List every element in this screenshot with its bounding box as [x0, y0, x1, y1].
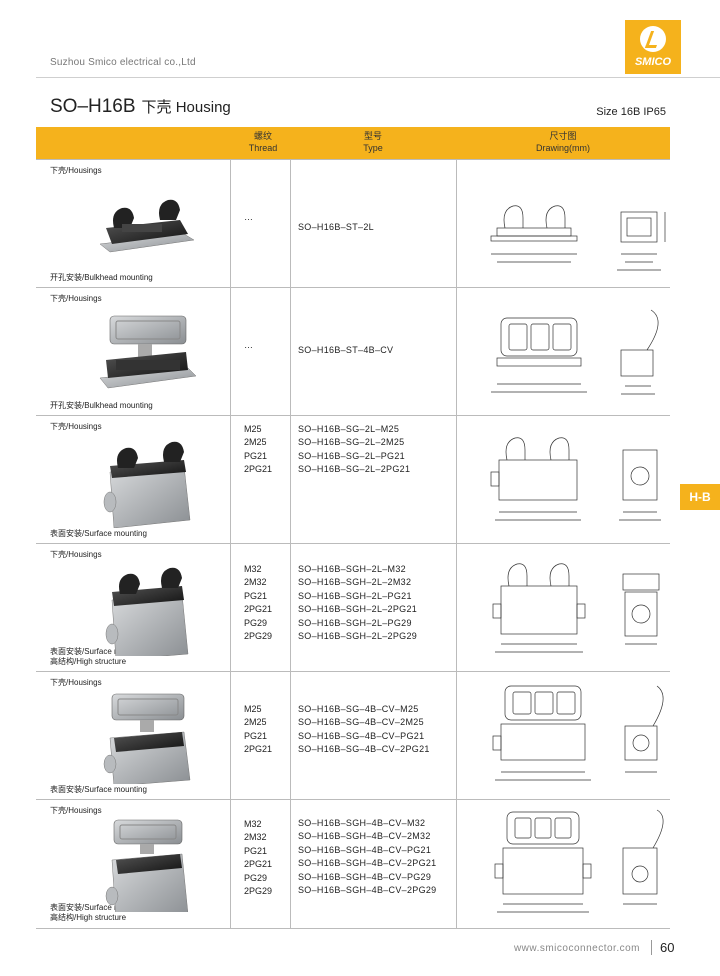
row-category: 下壳/Housings — [50, 550, 102, 559]
company-name: Suzhou Smico electrical co.,Ltd — [50, 57, 196, 68]
table-row: 下壳/Housings 开孔安装/Bulkhead mounting … SO–… — [36, 159, 670, 288]
row-mounting: 表面安装/Surface mounting — [50, 785, 147, 794]
row-category: 下壳/Housings — [50, 294, 102, 303]
thread-list: … — [244, 212, 253, 222]
product-photo — [105, 819, 189, 912]
logo-text: SMICO — [634, 56, 672, 68]
product-photo — [103, 693, 191, 784]
dimension-drawing — [490, 437, 661, 521]
page-number: 60 — [660, 940, 675, 955]
row-category: 下壳/Housings — [50, 678, 102, 687]
dimension-drawing — [490, 205, 666, 271]
footer-url[interactable]: www.smicoconnector.com — [513, 943, 640, 954]
dimension-drawing — [494, 809, 664, 913]
size-rating: Size 16B IP65 — [596, 106, 666, 118]
dimension-drawing — [492, 685, 664, 781]
row-mounting: 开孔安装/Bulkhead mounting — [50, 401, 153, 410]
title-main: SO–H16B — [50, 96, 136, 117]
product-photo — [103, 441, 191, 528]
row-category: 下壳/Housings — [50, 422, 102, 431]
product-photo — [99, 199, 195, 253]
footer-separator — [651, 940, 652, 955]
dimension-drawing — [491, 309, 659, 395]
type-list: SO–H16B–ST–2L — [298, 222, 374, 232]
title-sub: 下壳 Housing — [141, 99, 231, 116]
row-mounting: 开孔安装/Bulkhead mounting — [50, 273, 153, 282]
page-title: SO–H16B 下壳 Housing — [50, 96, 231, 118]
thread-list: … — [244, 340, 253, 350]
product-photo — [99, 315, 197, 389]
section-tab: H-B — [680, 484, 720, 510]
product-photo — [105, 567, 189, 656]
type-list: SO–H16B–ST–4B–CV — [298, 345, 394, 355]
header-divider — [36, 77, 720, 78]
row-category: 下壳/Housings — [50, 166, 102, 175]
row-category: 下壳/Housings — [50, 806, 102, 815]
smico-logo: SMICO — [625, 20, 681, 74]
logo-mark-icon — [640, 26, 666, 52]
row-mounting: 表面安装/Surface mounting — [50, 529, 147, 538]
table-row: 下壳/Housings 开孔安装/Bulkhead mounting … SO–… — [36, 287, 670, 416]
dimension-drawing — [492, 563, 660, 653]
